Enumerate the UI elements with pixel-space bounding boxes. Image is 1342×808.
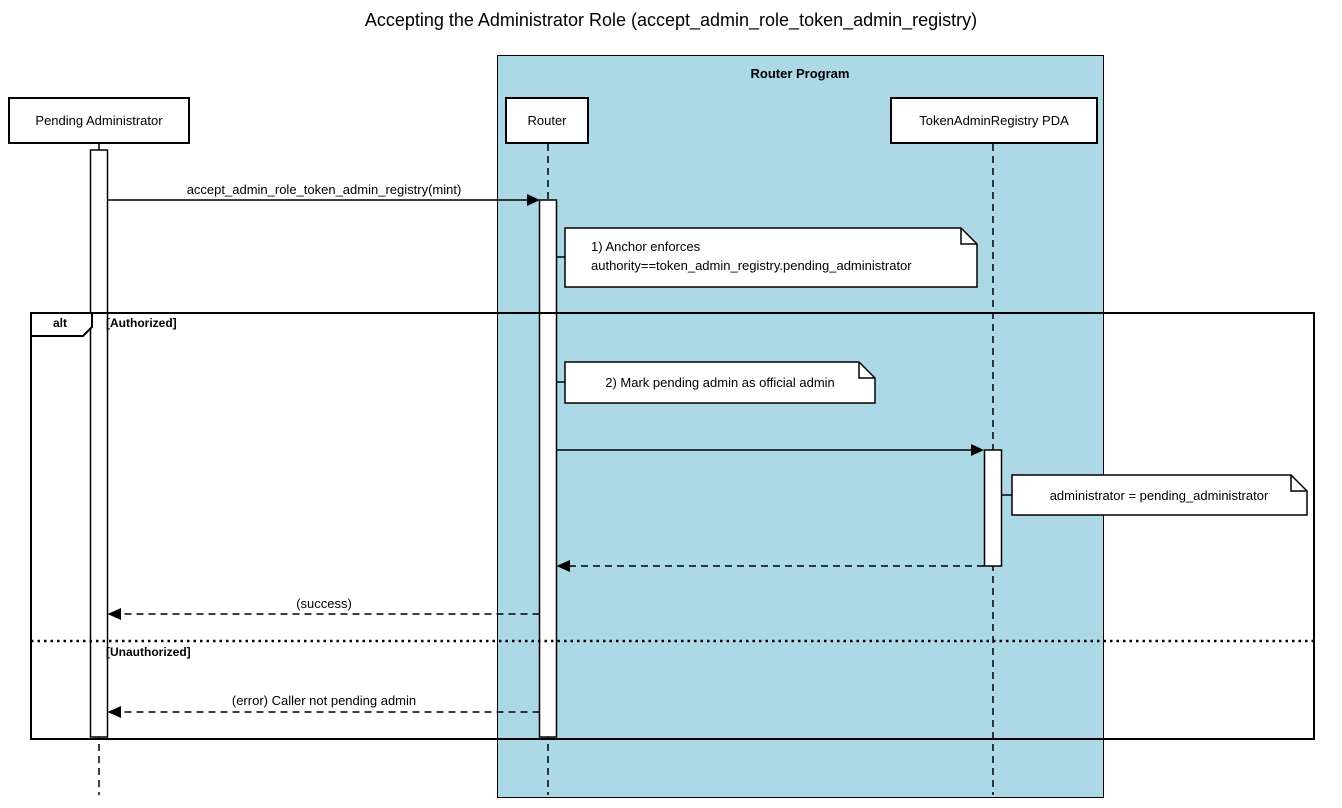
note-administrator-assignment-text: administrator = pending_administrator [1049,488,1269,503]
message-label-error: (error) Caller not pending admin [231,693,417,708]
participant-router-label: Router [527,113,567,128]
participant-pending-administrator: Pending Administrator [8,97,190,144]
router-program-label: Router Program [750,66,850,81]
participant-pending-administrator-label: Pending Administrator [35,113,163,128]
note-anchor-enforces [556,227,978,288]
activation-bar-router [538,199,558,738]
note-mark-pending-admin [556,361,876,404]
message-label-success: (success) [296,596,352,611]
arrow-success-return [107,608,540,620]
guard-authorized-label: [Authorized] [106,316,177,330]
arrow-mark-admin-call [556,444,984,456]
guard-unauthorized-label: [Unauthorized] [106,645,191,659]
arrow-accept-admin-role [107,194,540,206]
note-anchor-enforces-line1: 1) Anchor enforces [591,239,701,254]
activation-bar-pending-admin [89,149,109,738]
arrow-error-return [107,706,540,718]
alt-operator-label: alt [52,316,68,330]
participant-router: Router [505,97,589,144]
diagram-title: Accepting the Administrator Role (accept… [364,10,978,30]
activation-bar-pda [983,449,1003,567]
arrow-mark-admin-return [556,560,984,572]
participant-token-admin-registry-pda-label: TokenAdminRegistry PDA [919,113,1069,128]
alt-frame [30,312,1315,740]
note-anchor-enforces-line2: authority==token_admin_registry.pending_… [591,258,912,273]
participant-token-admin-registry-pda: TokenAdminRegistry PDA [890,97,1098,144]
note-mark-pending-admin-text: 2) Mark pending admin as official admin [605,375,835,390]
alt-operator-pentagon [30,312,93,337]
router-program-container [497,55,1104,798]
note-administrator-assignment [1001,474,1308,516]
note-anchor-enforces-text: 1) Anchor enforces authority==token_admi… [591,237,912,275]
message-label-accept-admin-role: accept_admin_role_token_admin_registry(m… [186,182,462,197]
